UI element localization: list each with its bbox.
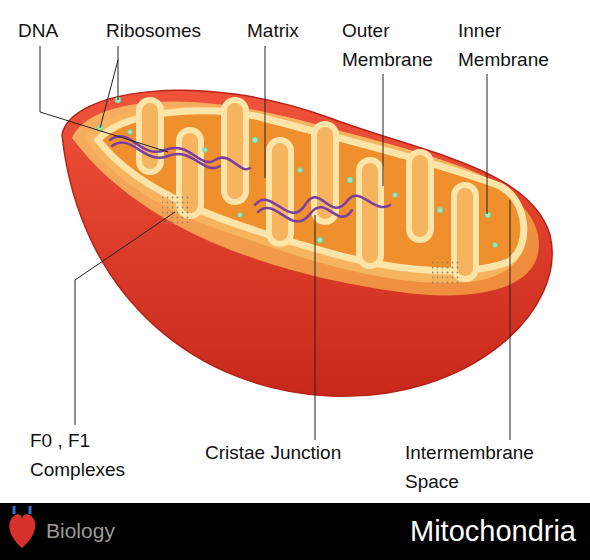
part-label: Matrix (247, 16, 337, 45)
dna-strand (110, 136, 250, 169)
ribosome (128, 130, 133, 135)
footer-bar (0, 503, 590, 560)
leader-lines (40, 46, 510, 440)
crista (224, 100, 246, 202)
ribosome (252, 137, 258, 143)
diagram-title: Mitochondria (410, 514, 576, 548)
leader-line (487, 74, 488, 214)
cristae-folds (139, 100, 476, 279)
outer-membrane-body (62, 90, 552, 396)
ribosome (485, 212, 491, 218)
leader-line (75, 212, 175, 425)
leader-line (118, 46, 119, 100)
ribosome (203, 148, 208, 153)
ribosome (437, 207, 443, 213)
ribosome (393, 193, 398, 198)
ribosome (317, 237, 323, 243)
part-label: DNA (18, 16, 98, 45)
part-label: Intermembrane Space (405, 438, 555, 496)
f0-f1-complex-texture (162, 196, 192, 226)
crista (359, 160, 381, 266)
ribosome (493, 243, 498, 248)
dna-strand (112, 143, 220, 169)
part-label: Cristae Junction (205, 438, 395, 467)
vessel-shape (14, 506, 30, 514)
part-label: F0 , F1 Complexes (30, 426, 142, 484)
ribosomes (97, 97, 498, 248)
ribosome (298, 168, 303, 173)
leader-line (383, 74, 384, 186)
ribosome (347, 177, 353, 183)
dna-strand (258, 207, 352, 221)
leader-line (315, 215, 316, 440)
leader-line (100, 60, 118, 128)
leader-line (265, 46, 266, 178)
leader-line (510, 200, 511, 440)
crista (269, 140, 291, 244)
crista (409, 152, 431, 240)
logo-text: Biology (46, 519, 166, 543)
leader-line (40, 46, 168, 152)
dna-strands (110, 136, 390, 221)
heart-icon (9, 506, 35, 548)
ribosome (238, 213, 243, 218)
heart-shape (9, 514, 35, 548)
part-label: Ribosomes (106, 16, 226, 45)
crista (139, 100, 161, 172)
part-label: Outer Membrane (342, 16, 454, 74)
part-label: Inner Membrane (458, 16, 570, 74)
f0-f1-complex-texture (432, 258, 462, 286)
